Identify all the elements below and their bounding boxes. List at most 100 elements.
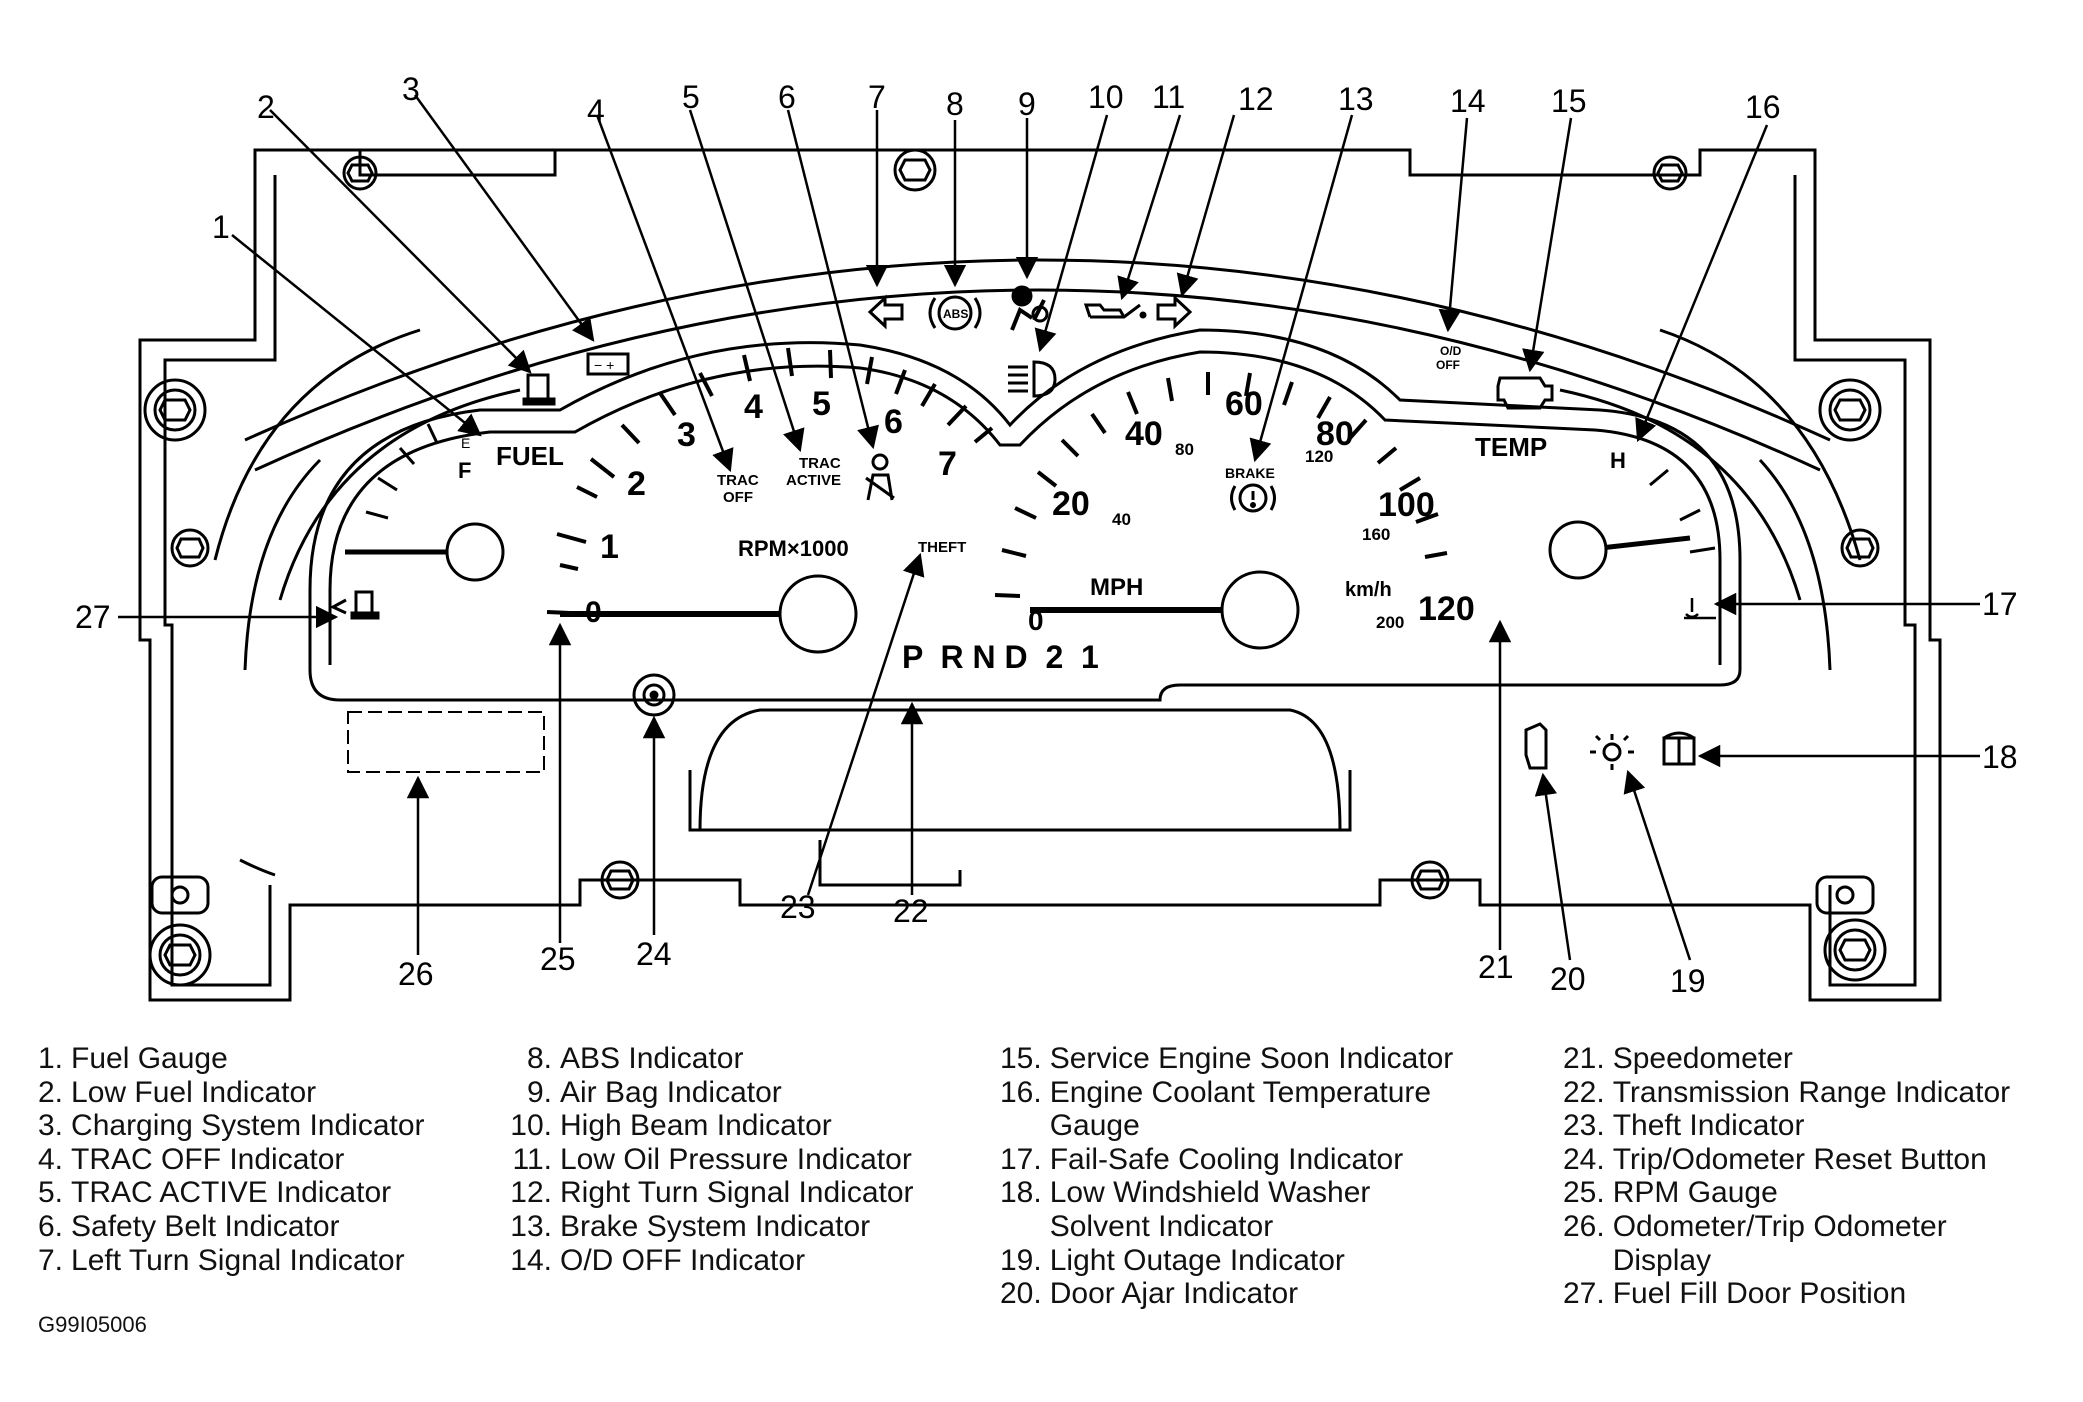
rpm-tick-label: 3 (677, 416, 696, 454)
callout-numbers: 1 2 3 4 5 6 7 8 9 10 11 12 13 14 15 16 1… (75, 71, 2018, 999)
rpm-tick-label: 5 (812, 385, 831, 423)
abs-icon: ABS (928, 295, 982, 331)
rpm-gauge-ticks (546, 347, 994, 615)
rpm-tick-label: 1 (600, 528, 619, 566)
callout-number: 2 (257, 89, 275, 125)
fuel-needle-hub (445, 522, 505, 582)
callout-number: 13 (1338, 81, 1374, 117)
legend-item: 15.Service Engine Soon Indicator (1000, 1042, 1454, 1075)
callout-number: 14 (1450, 83, 1486, 119)
rpm-tick-label: 4 (744, 388, 763, 426)
brake-label: BRAKE (1225, 465, 1275, 481)
mph-tick-label: 80 (1316, 415, 1354, 453)
legend-item: 20.Door Ajar Indicator (1000, 1277, 1299, 1311)
legend-column-3: 15.Service Engine Soon Indicator 16.Engi… (1000, 1042, 1453, 1311)
callout-number: 1 (212, 209, 230, 245)
trip-reset-button[interactable] (632, 673, 676, 717)
washer-fluid-icon (1662, 731, 1696, 766)
legend-item: 27.Fuel Fill Door Position (1563, 1277, 1907, 1311)
callout-number: 5 (682, 79, 700, 115)
callout-number: 15 (1551, 83, 1587, 119)
legend-item: 19.Light Outage Indicator (1000, 1243, 1345, 1277)
fuel-gauge: F E FUEL − + (329, 352, 630, 620)
oil-can-icon (1083, 303, 1147, 319)
coolant-icon (1684, 598, 1716, 620)
legend-item: 11.Low Oil Pressure Indicator (512, 1142, 912, 1176)
legend-item: 22.Transmission Range Indicator (1563, 1075, 2011, 1109)
callout-number: 12 (1238, 81, 1274, 117)
rpm-needle-hub (778, 574, 858, 654)
callout-number: 18 (1982, 739, 2018, 775)
legend-item: 12.Right Turn Signal Indicator (510, 1176, 914, 1210)
legend-item: 18.Low Windshield Washer (1000, 1176, 1371, 1210)
bolt-icon (1652, 155, 1688, 191)
legend-item: 8.ABS Indicator (526, 1042, 744, 1075)
callout-number: 16 (1745, 89, 1781, 125)
fuel-e-label: E (461, 435, 470, 451)
callout-number: 11 (1152, 79, 1185, 115)
check-engine-icon (1496, 376, 1554, 410)
brake-icon (1230, 483, 1276, 513)
rpm-tick-label: 2 (627, 465, 646, 503)
svg-text:− +: − + (594, 357, 614, 373)
speedometer-needle-hub (1220, 570, 1300, 650)
svg-text:ABS: ABS (943, 307, 968, 321)
cluster-housing (138, 148, 1942, 1002)
mph-label: MPH (1090, 574, 1143, 601)
legend-column-2: 8.ABS Indicator 9.Air Bag Indicator 10.H… (510, 1042, 914, 1277)
rpm-label: RPM×1000 (738, 536, 849, 561)
temperature-needle-hub (1548, 520, 1608, 580)
legend-item: 26.Odometer/Trip Odometer (1563, 1209, 1947, 1243)
legend-item: 14.O/D OFF Indicator (510, 1243, 806, 1277)
door-ajar-icon (1524, 722, 1548, 770)
rpm-tick-label: 6 (884, 403, 903, 441)
airbag-icon (1010, 285, 1049, 331)
fuel-gauge-label: FUEL (496, 441, 564, 471)
callout-number: 17 (1982, 586, 2018, 622)
legend-item: 23.Theft Indicator (1563, 1109, 1805, 1143)
battery-icon: − + (586, 352, 630, 376)
bolt-icon (170, 528, 210, 568)
lower-right-icons (1524, 722, 1696, 770)
legend-item: 25.RPM Gauge (1563, 1176, 1778, 1210)
bolt-icon (342, 155, 378, 191)
bolt-icon (1823, 918, 1887, 982)
callout-number: 19 (1670, 963, 1706, 999)
callout-number: 8 (946, 86, 964, 122)
bolt-icon (1818, 378, 1882, 442)
mounting-bolts (143, 148, 1887, 987)
temperature-h-label: H (1610, 448, 1626, 473)
callout-number: 10 (1088, 79, 1124, 115)
callout-leaders (118, 94, 1980, 961)
bolt-icon (893, 148, 937, 192)
callout-number: 26 (398, 956, 434, 992)
bolt-icon (143, 378, 207, 442)
callout-number: 25 (540, 941, 576, 977)
callout-number: 6 (778, 79, 796, 115)
callout-number: 24 (636, 936, 672, 972)
kmh-tick-label: 160 (1362, 525, 1390, 544)
legend-item: 9.Air Bag Indicator (526, 1075, 782, 1109)
callout-number: 27 (75, 599, 111, 635)
transmission-range-indicator: P R N D 2 1 (902, 639, 1099, 675)
safety-belt-icon (865, 453, 895, 501)
legend-column-4: 21.Speedometer 22.Transmission Range Ind… (1563, 1042, 2010, 1311)
figure-id: G99I05006 (38, 1312, 147, 1337)
speedometer: 0 20 40 60 80 100 120 40 80 120 160 200 … (994, 344, 1554, 650)
legend-item: 21.Speedometer (1563, 1042, 1793, 1075)
fuel-fill-door-icon (329, 590, 380, 620)
odometer-display (347, 711, 545, 773)
temperature-gauge-label: TEMP (1475, 432, 1547, 462)
callout-number: 3 (402, 71, 420, 107)
bolt-icon (1840, 528, 1880, 568)
legend-item: 10.High Beam Indicator (510, 1109, 832, 1143)
rpm-tick-label: 7 (938, 445, 957, 483)
legend-item: 2.Low Fuel Indicator (38, 1075, 317, 1109)
bolt-icon (148, 923, 212, 987)
coolant-temperature-gauge: TEMP H (1475, 432, 1716, 620)
